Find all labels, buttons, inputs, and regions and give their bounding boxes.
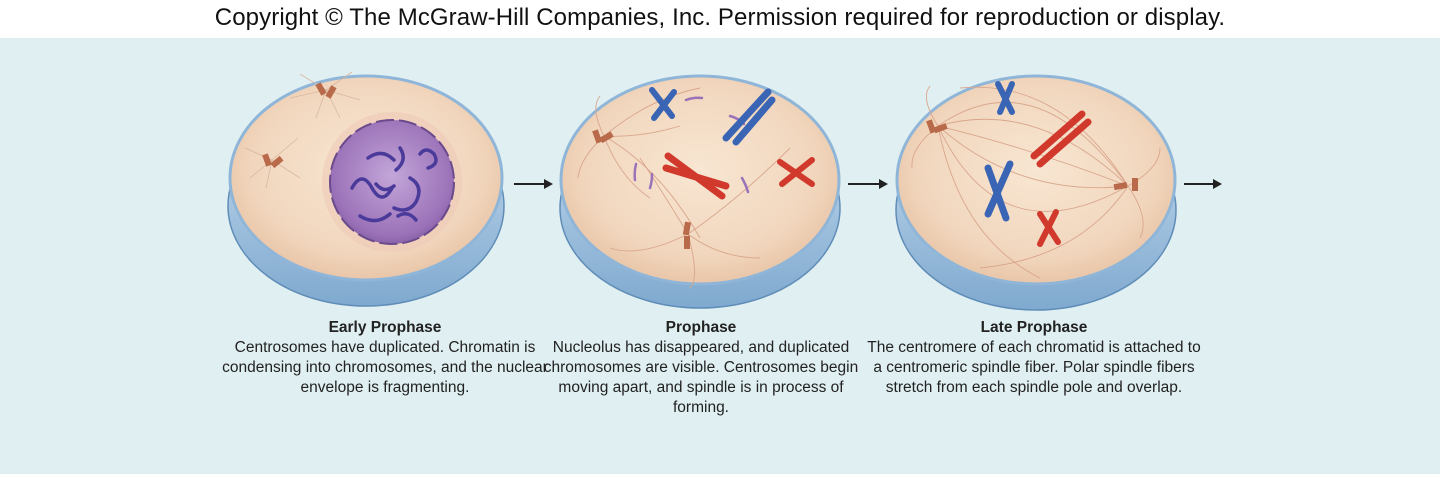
copyright-notice: Copyright © The McGraw-Hill Companies, I… <box>214 4 1226 31</box>
chromosome-blue-1 <box>649 87 677 121</box>
stage-description: The centromere of each chromatid is atta… <box>867 339 1201 396</box>
centrosome-pair-top <box>289 71 361 119</box>
cell-early-prophase <box>227 71 505 307</box>
spindle-pole-right <box>1113 178 1138 191</box>
stage-description: Nucleolus has disappeared, and duplicate… <box>543 339 859 416</box>
stage-title: Prophase <box>665 319 737 336</box>
chromosome-red-2 <box>1037 209 1061 247</box>
chromosome-red-1 <box>662 152 730 200</box>
chromosome-red-2 <box>777 157 815 187</box>
stage-description: Centrosomes have duplicated. Chromatin i… <box>222 339 548 396</box>
caption-prophase: Prophase Nucleolus has disappeared, and … <box>531 318 871 418</box>
arrow-right-icon <box>848 179 888 189</box>
cell-prophase <box>559 74 841 309</box>
cell-late-prophase <box>895 74 1177 311</box>
nucleus <box>322 112 462 252</box>
chromosome-blue-2 <box>984 160 1014 222</box>
stage-title: Late Prophase <box>980 319 1088 336</box>
chromosome-blue-2 <box>722 88 776 146</box>
centrosome-left <box>592 129 614 144</box>
centrosome-pair-left <box>244 137 301 189</box>
caption-late-prophase: Late Prophase The centromere of each chr… <box>864 318 1204 398</box>
chromosome-blue-1 <box>995 81 1015 115</box>
arrow-right-icon <box>1184 179 1222 189</box>
caption-early-prophase: Early Prophase Centrosomes have duplicat… <box>215 318 555 398</box>
spindle-pole-left <box>926 119 948 134</box>
centrosome-bottom <box>682 221 691 249</box>
stage-title: Early Prophase <box>328 319 442 336</box>
prophase-diagram <box>227 71 1222 311</box>
arrow-right-icon <box>514 179 553 189</box>
condensing-chromatin <box>350 146 438 223</box>
spindle-fibers <box>911 85 1161 279</box>
chromosome-red-1 <box>1030 110 1092 168</box>
